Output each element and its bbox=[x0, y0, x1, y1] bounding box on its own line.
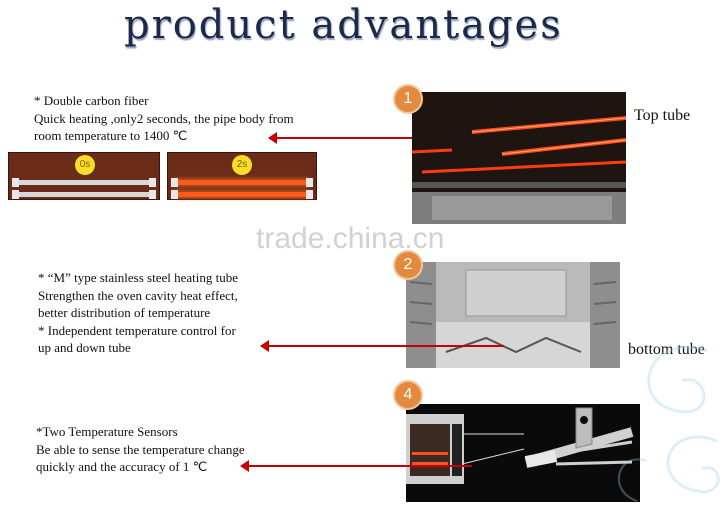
decorative-swirl-icon bbox=[618, 346, 720, 502]
step-badge-4: 4 bbox=[395, 382, 421, 408]
sensor-photo bbox=[406, 404, 640, 502]
tube-cold-photo: 0s bbox=[8, 152, 160, 200]
pointer-arrow bbox=[268, 132, 426, 144]
text-line: Quick heating ,only2 seconds, the pipe b… bbox=[34, 110, 294, 126]
timer-badge: 0s bbox=[75, 155, 95, 175]
bottom-tube-label: bottom tube bbox=[628, 341, 705, 358]
page-title: product advantages bbox=[124, 2, 563, 48]
cold-tube bbox=[12, 178, 156, 187]
step-badge-2: 2 bbox=[395, 252, 421, 278]
text-line: *Two Temperature Sensors bbox=[36, 424, 178, 439]
bottom-tube-photo bbox=[406, 262, 620, 368]
section-3-text: *Two Temperature Sensors Be able to sens… bbox=[36, 423, 245, 476]
top-tube-photo bbox=[412, 92, 626, 224]
cold-tube bbox=[12, 190, 156, 199]
top-tube-label: Top tube bbox=[634, 107, 691, 124]
pointer-arrow bbox=[260, 340, 504, 352]
text-line: Be able to sense the temperature change bbox=[36, 441, 245, 457]
text-line: up and down tube bbox=[38, 340, 131, 355]
text-line: * Double carbon fiber bbox=[34, 93, 149, 108]
step-badge-1: 1 bbox=[395, 86, 421, 112]
hot-tube bbox=[171, 178, 313, 187]
text-line: * “M” type stainless steel heating tube bbox=[38, 270, 239, 285]
pointer-arrow bbox=[240, 460, 472, 472]
hot-tube bbox=[171, 190, 313, 199]
text-line: room temperature to 1400 ℃ bbox=[34, 128, 188, 143]
timer-badge: 2s bbox=[232, 155, 252, 175]
text-line: * Independent temperature control for bbox=[38, 322, 236, 338]
text-line: quickly and the accuracy of 1 ℃ bbox=[36, 459, 208, 474]
tube-hot-photo: 2s bbox=[167, 152, 317, 200]
section-1-text: * Double carbon fiber Quick heating ,onl… bbox=[34, 92, 294, 145]
section-2-text: * “M” type stainless steel heating tube … bbox=[38, 269, 238, 357]
watermark: trade.china.cn bbox=[256, 222, 445, 255]
text-line: Strengthen the oven cavity heat effect, bbox=[38, 287, 238, 303]
text-line: better distribution of temperature bbox=[38, 305, 211, 320]
